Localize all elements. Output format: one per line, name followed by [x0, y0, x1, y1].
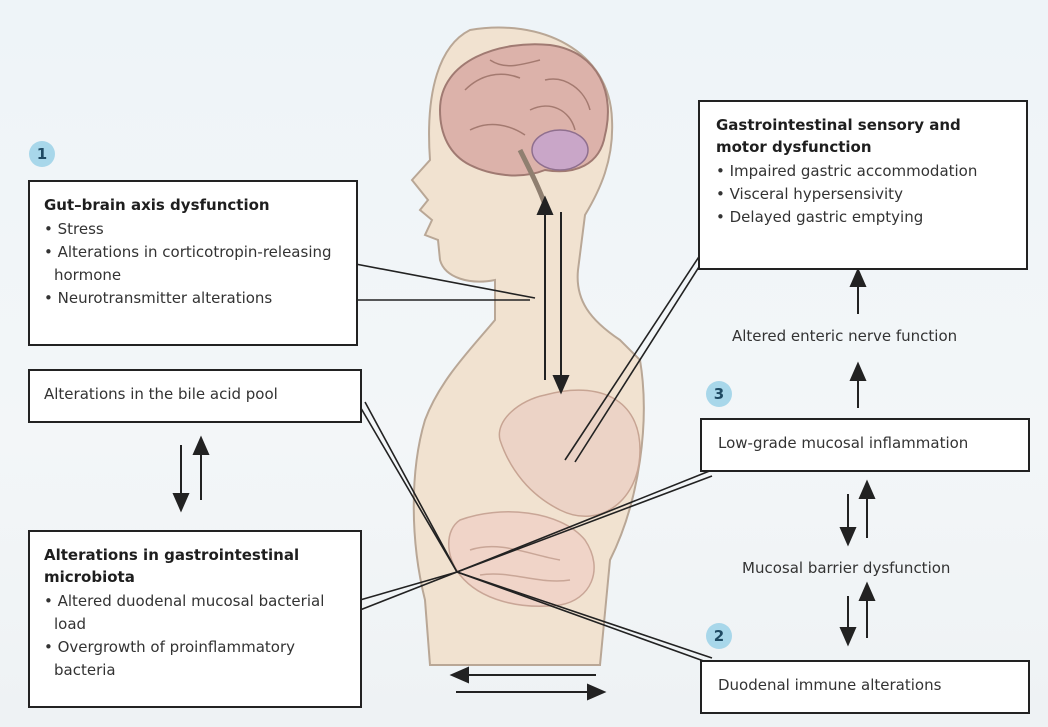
arrow-horizontal-left: [452, 668, 596, 682]
gut-brain-item: Stress: [44, 218, 342, 241]
gut-brain-list: Stress Alterations in corticotropin-rele…: [44, 218, 342, 310]
arrow-bile-down: [174, 445, 188, 510]
arrow-enteric-up-bottom: [851, 364, 865, 408]
arrow-enteric-up-top: [851, 270, 865, 314]
number-badge-2: 2: [706, 623, 732, 649]
enteric-nerve-label: Altered enteric nerve function: [732, 327, 957, 345]
arrow-horizontal-right: [456, 685, 604, 699]
gut-brain-item: Alterations in corticotropin-releasing h…: [44, 241, 342, 287]
gi-sensory-item: Impaired gastric accommodation: [716, 160, 1010, 183]
microbiota-title: Alterations in gastrointestinal microbio…: [44, 544, 346, 588]
arrow-barrier-up: [860, 584, 874, 638]
microbiota-item: Altered duodenal mucosal bacterial load: [44, 590, 346, 636]
inflammation-label: Low-grade mucosal inflammation: [718, 434, 1012, 452]
immune-box: Duodenal immune alterations: [700, 660, 1030, 714]
gut-brain-axis-box: Gut–brain axis dysfunction Stress Altera…: [28, 180, 358, 346]
arrow-bile-up: [194, 438, 208, 500]
gi-sensory-motor-box: Gastrointestinal sensory and motor dysfu…: [698, 100, 1028, 270]
mucosal-barrier-label: Mucosal barrier dysfunction: [742, 559, 950, 577]
arrow-barrier-down: [841, 596, 855, 644]
bile-acid-label: Alterations in the bile acid pool: [44, 385, 346, 403]
number-badge-3: 3: [706, 381, 732, 407]
gi-sensory-item: Visceral hypersensivity: [716, 183, 1010, 206]
microbiota-box: Alterations in gastrointestinal microbio…: [28, 530, 362, 708]
gi-sensory-list: Impaired gastric accommodation Visceral …: [716, 160, 1010, 229]
number-badge-1: 1: [29, 141, 55, 167]
immune-label: Duodenal immune alterations: [718, 676, 1012, 694]
gut-brain-item: Neurotransmitter alterations: [44, 287, 342, 310]
arrow-inflam-down: [841, 494, 855, 544]
bile-acid-box: Alterations in the bile acid pool: [28, 369, 362, 423]
microbiota-item: Overgrowth of proinflammatory bacteria: [44, 636, 346, 682]
arrow-inflam-up: [860, 482, 874, 538]
gut-brain-title: Gut–brain axis dysfunction: [44, 194, 342, 216]
microbiota-list: Altered duodenal mucosal bacterial load …: [44, 590, 346, 682]
inflammation-box: Low-grade mucosal inflammation: [700, 418, 1030, 472]
gi-sensory-item: Delayed gastric emptying: [716, 206, 1010, 229]
gi-sensory-title: Gastrointestinal sensory and motor dysfu…: [716, 114, 1010, 158]
